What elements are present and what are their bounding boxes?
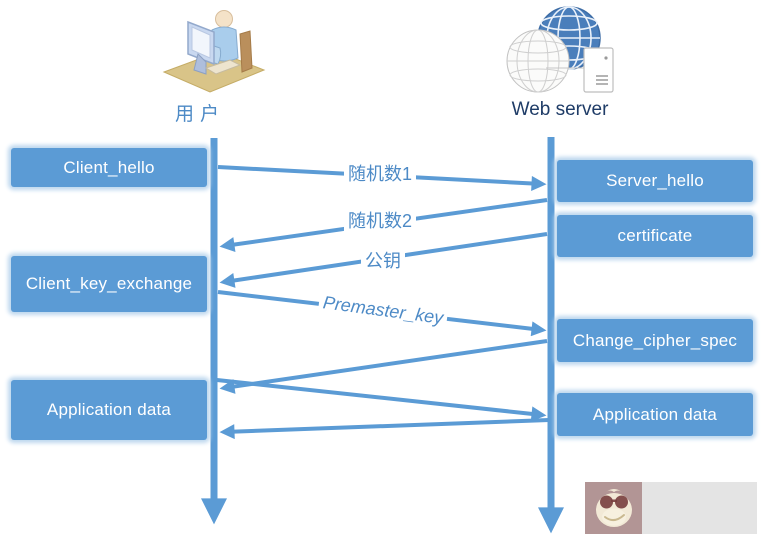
msg-arrow-app-data-down [219,418,550,440]
msg-arrow-app-data-up [216,378,547,422]
msg-label-public-key: 公钥 [361,251,405,272]
box-application-data-right: Application data [557,393,753,436]
box-change-cipher-spec: Change_cipher_spec [557,319,753,362]
box-server-hello: Server_hello [557,160,753,202]
globe-server-icon [506,6,614,93]
box-client-key-exchange: Client_key_exchange [11,256,207,312]
box-client-hello: Client_hello [11,148,207,187]
box-certificate: certificate [557,215,753,257]
user-actor-label: 用户 [174,104,226,125]
msg-label-random1: 随机数1 [343,164,417,185]
server-actor-label: Web server [511,99,609,120]
msg-arrow-cipher-spec [219,339,548,394]
blog-watermark-logo-icon [585,482,642,534]
sketch-globe [506,29,570,93]
msg-label-random2: 随机数2 [343,211,417,232]
user-at-computer-icon [162,10,266,93]
box-application-data-left: Application data [11,380,207,440]
server-tower [583,47,614,93]
blog-watermark [585,482,757,534]
